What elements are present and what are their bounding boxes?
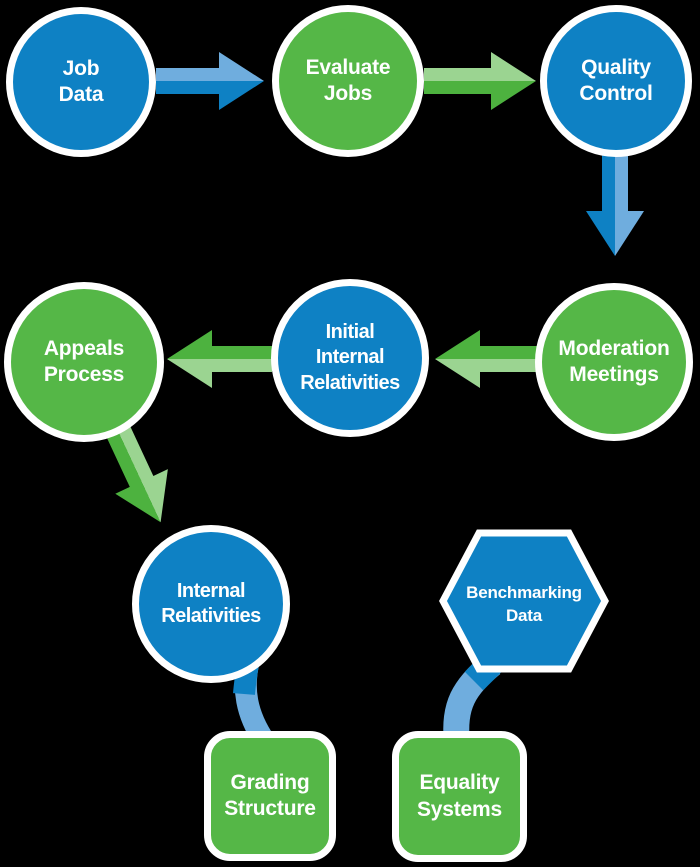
arrow-appeals-process-to-internal-relativities [100,412,168,523]
node-job-data: Job Data [6,7,156,157]
node-moderation-meetings: Moderation Meetings [535,283,693,441]
node-moderation-meetings-label: Moderation Meetings [558,336,670,386]
node-grading-structure: Grading Structure [204,731,336,861]
node-evaluate-jobs-label: Evaluate Jobs [305,55,391,105]
node-internal-relativities-label: Internal Relativities [161,579,261,627]
node-equality-systems: Equality Systems [392,731,527,862]
arrow-initial-internal-to-appeals-process [167,330,272,388]
arrow-job-data-to-evaluate-jobs [156,52,264,110]
node-quality-control-label: Quality Control [579,55,653,105]
node-internal-relativities: Internal Relativities [132,525,290,683]
node-grading-structure-label: Grading Structure [224,770,316,820]
arrow-quality-control-to-moderation-meetings [586,150,644,256]
node-equality-systems-label: Equality Systems [417,771,502,821]
node-benchmarking-data-label: Benchmarking Data [466,583,582,625]
node-evaluate-jobs: Evaluate Jobs [272,5,424,157]
node-job-data-label: Job Data [58,56,104,106]
node-quality-control: Quality Control [540,5,692,157]
arrow-moderation-meetings-to-initial-internal [435,330,537,388]
node-benchmarking-data-shape [439,529,609,673]
arrow-evaluate-jobs-to-quality-control [424,52,536,110]
node-initial-internal-relativities-label: Initial Internal Relativities [300,321,400,394]
node-initial-internal-relativities: Initial Internal Relativities [271,279,429,437]
node-benchmarking-data: Benchmarking Data [443,540,605,670]
node-appeals-process-label: Appeals Process [43,336,125,386]
node-appeals-process: Appeals Process [4,282,164,442]
